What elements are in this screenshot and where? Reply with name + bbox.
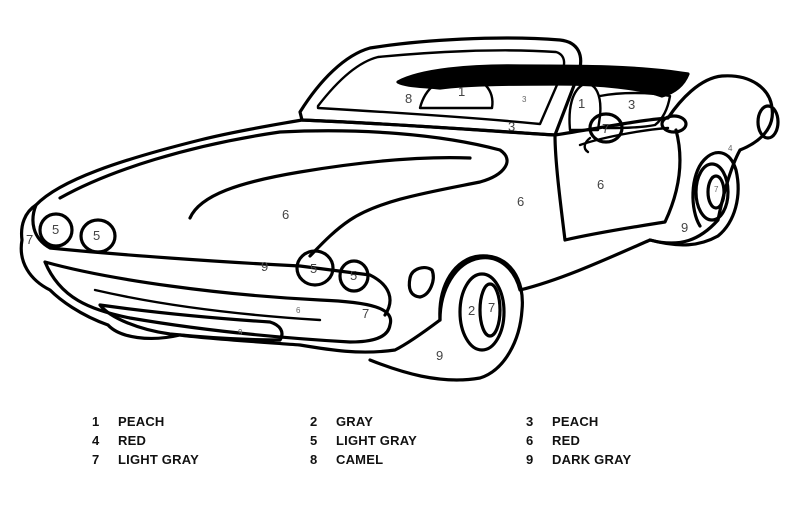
front-lip (43, 260, 393, 344)
rear-wheel-well (648, 151, 740, 247)
hood-line (58, 129, 509, 258)
label-front-rim: 2 (468, 303, 475, 318)
label-grille: 9 (261, 259, 268, 274)
label-tail-4: 4 (728, 144, 733, 153)
mirror-stem (583, 136, 592, 154)
side-mirror (588, 112, 624, 144)
front-hub (478, 282, 502, 338)
label-rear-tire: 9 (681, 220, 688, 235)
headlight-2 (79, 218, 117, 254)
label-dash-3b: 3 (522, 95, 527, 104)
label-headlight-3: 5 (310, 261, 317, 276)
label-small-6: 6 (296, 306, 301, 315)
rear-tire (694, 162, 730, 222)
front-wheel-well (368, 254, 524, 382)
headlight-3 (295, 249, 335, 287)
taillight (756, 104, 780, 140)
label-headlight-1: 5 (52, 222, 59, 237)
label-bumper-right: 7 (362, 306, 369, 321)
label-headlight-4: 5 (350, 268, 357, 283)
door-handle (660, 114, 688, 134)
label-small-9: 9 (238, 328, 243, 337)
seat-right (568, 82, 602, 132)
label-mirror: 7 (602, 121, 609, 136)
lower-spoiler (98, 303, 284, 342)
windshield-inner (316, 49, 566, 126)
headlight-4 (338, 259, 370, 293)
label-front-hub: 7 (488, 300, 495, 315)
grille-bar (93, 288, 322, 322)
label-seat-left: 1 (458, 84, 465, 99)
label-seat-right: 1 (578, 96, 585, 111)
label-front-tire: 9 (436, 348, 443, 363)
hood-crease (188, 156, 472, 220)
rear-hub (706, 174, 726, 210)
label-headlight-2: 5 (93, 228, 100, 243)
front-fascia (31, 203, 392, 317)
label-dash-3a: 3 (508, 119, 515, 134)
front-tire-rim (458, 272, 506, 352)
label-bumper-left: 7 (26, 232, 33, 247)
label-seat-back-3: 3 (628, 97, 635, 112)
label-rear-fender: 6 (597, 177, 604, 192)
label-rear-hub: 7 (714, 185, 719, 194)
rear-deck (598, 91, 672, 130)
label-headrest: 8 (405, 91, 412, 106)
label-hood: 6 (282, 207, 289, 222)
headlight-1 (38, 212, 74, 248)
side-marker (407, 266, 435, 299)
seat-left (418, 74, 494, 110)
door-line (553, 128, 682, 242)
car-coloring-illustration: 1 8 1 3 3 3 7 6 6 6 9 4 7 5 5 5 5 7 9 7 … (19, 36, 780, 382)
label-door: 6 (517, 194, 524, 209)
